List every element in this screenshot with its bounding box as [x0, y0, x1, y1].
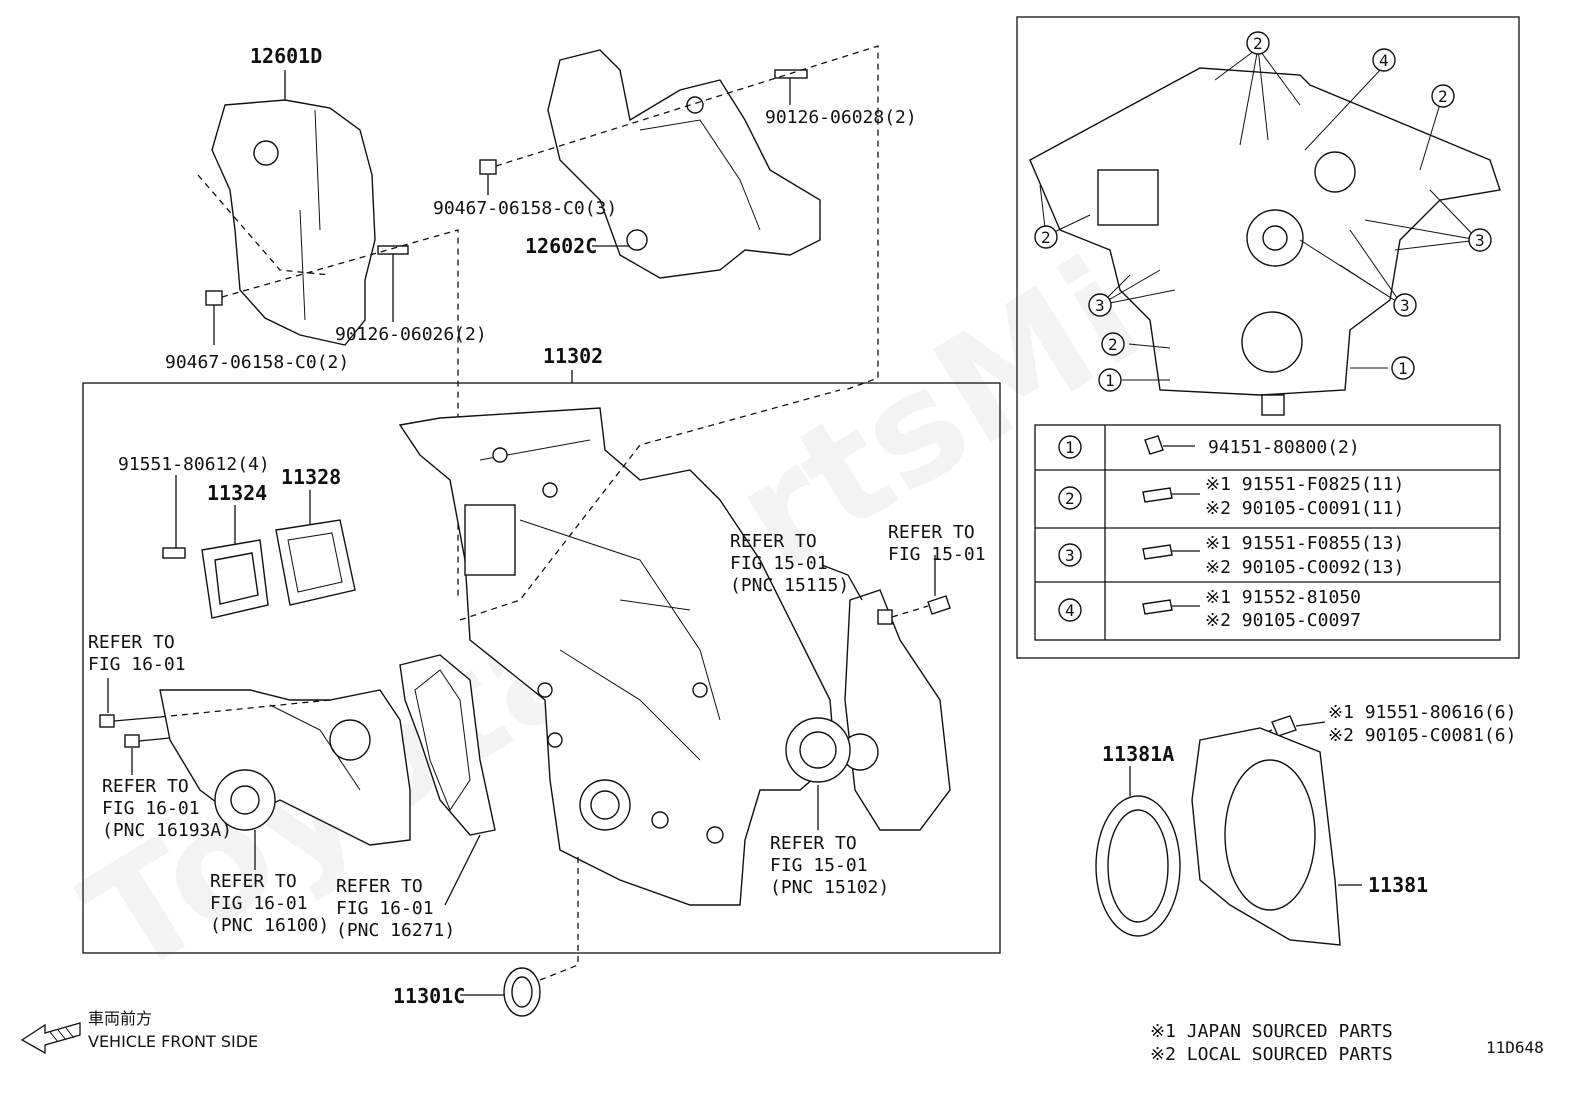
timing-belt-cover-12601D — [197, 99, 376, 346]
callout-4: 4 — [1379, 51, 1389, 70]
callout-3b: 3 — [1095, 296, 1105, 315]
callout-2c: 2 — [1041, 228, 1051, 247]
direction-jp: 車両前方 — [88, 1009, 152, 1028]
legend-local: ※2 LOCAL SOURCED PARTS — [1150, 1044, 1393, 1065]
bolt-table: 1 94151-80800(2) 2 ※1 91551-F0825(11) ※2… — [1034, 424, 1501, 641]
label-11381: 11381 — [1368, 873, 1428, 897]
stud-90126-06026 — [377, 245, 409, 322]
refer-pnc-16100: REFER TO FIG 16-01 (PNC 16100) — [210, 830, 329, 936]
callout-3c: 3 — [1400, 296, 1410, 315]
svg-text:(PNC 15115): (PNC 15115) — [730, 575, 849, 596]
table-num-4: 4 — [1065, 601, 1075, 620]
label-11302: 11302 — [543, 344, 603, 368]
table-row4-l2: ※2 90105-C0097 — [1205, 610, 1361, 631]
front-arrow-icon — [20, 1022, 81, 1055]
label-90126-06028: 90126-06028(2) — [765, 107, 917, 128]
refer-pnc-16193A: REFER TO FIG 16-01 (PNC 16193A) — [102, 748, 232, 841]
seal-retainer-11381 — [1191, 727, 1362, 946]
table-row1-l1: 94151-80800(2) — [1208, 437, 1360, 458]
callout-2a: 2 — [1253, 34, 1263, 53]
callout-2d: 2 — [1108, 335, 1118, 354]
svg-text:(PNC 16271): (PNC 16271) — [336, 920, 455, 941]
refer-pnc-16271: REFER TO FIG 16-01 (PNC 16271) — [336, 834, 481, 941]
label-12602C: 12602C — [525, 234, 597, 258]
pump-bolts — [99, 699, 331, 748]
table-row3-l1: ※1 91551-F0855(13) — [1205, 533, 1404, 554]
nut-90467-c0-3 — [479, 159, 497, 195]
svg-text:REFER TO: REFER TO — [336, 876, 423, 897]
svg-text:FIG 16-01: FIG 16-01 — [336, 898, 434, 919]
svg-text:FIG 16-01: FIG 16-01 — [102, 798, 200, 819]
label-11381A: 11381A — [1102, 742, 1174, 766]
rear-oil-seal-11381A — [1095, 766, 1181, 937]
table-num-2: 2 — [1065, 489, 1075, 508]
table-row2-l2: ※2 90105-C0091(11) — [1205, 498, 1404, 519]
label-seal-bolt-j: ※1 91551-80616(6) — [1328, 702, 1516, 723]
refer-pnc-15102: REFER TO FIG 15-01 (PNC 15102) — [770, 785, 889, 898]
svg-text:FIG 15-01: FIG 15-01 — [770, 855, 868, 876]
label-90467-06158-C0-2: 90467-06158-C0(2) — [165, 352, 349, 373]
water-pump — [159, 689, 411, 846]
label-seal-bolt-l: ※2 90105-C0081(6) — [1328, 725, 1516, 746]
table-num-3: 3 — [1065, 546, 1075, 565]
svg-text:REFER TO: REFER TO — [730, 531, 817, 552]
callout-2b: 2 — [1438, 87, 1448, 106]
label-91551-80612: 91551-80612(4) — [118, 454, 270, 475]
svg-text:FIG 15-01: FIG 15-01 — [730, 553, 828, 574]
callout-circles: 2 4 2 2 3 3 3 2 1 1 — [1034, 31, 1492, 392]
stud-90126-06028 — [774, 69, 808, 105]
bolt-location-case — [1029, 67, 1501, 416]
svg-text:REFER TO: REFER TO — [88, 632, 175, 653]
refer-pnc-15115: REFER TO FIG 15-01 (PNC 15115) — [730, 531, 863, 601]
timing-chain-case — [398, 389, 841, 906]
gasket-11328 — [275, 490, 356, 606]
svg-text:(PNC 16100): (PNC 16100) — [210, 915, 329, 936]
bolt-location-box — [1016, 16, 1520, 659]
label-11324: 11324 — [207, 481, 267, 505]
svg-text:REFER TO: REFER TO — [102, 776, 189, 797]
svg-text:FIG 16-01: FIG 16-01 — [210, 893, 308, 914]
direction-en: VEHICLE FRONT SIDE — [88, 1032, 258, 1051]
svg-text:(PNC 15102): (PNC 15102) — [770, 877, 889, 898]
label-11328: 11328 — [281, 465, 341, 489]
bolt-location-callouts — [1039, 47, 1479, 381]
svg-text:REFER TO: REFER TO — [888, 522, 975, 543]
bolt-fig15-right — [891, 555, 951, 618]
bolt-91551-80612 — [162, 475, 186, 559]
callout-1a: 1 — [1105, 371, 1115, 390]
label-11301C: 11301C — [393, 984, 465, 1008]
svg-text:(PNC 16193A): (PNC 16193A) — [102, 820, 232, 841]
svg-text:REFER TO: REFER TO — [210, 871, 297, 892]
gasket-11324 — [201, 505, 269, 619]
table-row4-l1: ※1 91552-81050 — [1205, 587, 1361, 608]
water-pump-gasket — [399, 654, 496, 836]
svg-text:FIG 15-01: FIG 15-01 — [888, 544, 986, 565]
svg-text:FIG 16-01: FIG 16-01 — [88, 654, 186, 675]
assembly-box-11302 — [82, 382, 1001, 954]
label-90467-06158-C0-3: 90467-06158-C0(3) — [433, 198, 617, 219]
diagram-id: 11D648 — [1486, 1038, 1544, 1057]
callout-1b: 1 — [1398, 359, 1408, 378]
table-row3-l2: ※2 90105-C0092(13) — [1205, 557, 1404, 578]
label-12601D: 12601D — [250, 44, 322, 68]
table-num-1: 1 — [1065, 438, 1075, 457]
table-row2-l1: ※1 91551-F0825(11) — [1205, 474, 1404, 495]
refer-fig16-top: REFER TO FIG 16-01 — [88, 632, 186, 713]
legend-japan: ※1 JAPAN SOURCED PARTS — [1150, 1021, 1393, 1042]
oil-seal-11301C — [460, 853, 579, 1017]
refer-fig15-bolt: REFER TO FIG 15-01 — [888, 522, 986, 565]
svg-text:REFER TO: REFER TO — [770, 833, 857, 854]
bolt-91551-80616 — [1234, 715, 1326, 746]
label-90126-06026: 90126-06026(2) — [335, 324, 487, 345]
callout-3a: 3 — [1475, 231, 1485, 250]
nut-90467-c0-2 — [205, 290, 223, 345]
oil-pump-assembly — [785, 589, 951, 831]
timing-cover-12602C — [547, 49, 821, 279]
